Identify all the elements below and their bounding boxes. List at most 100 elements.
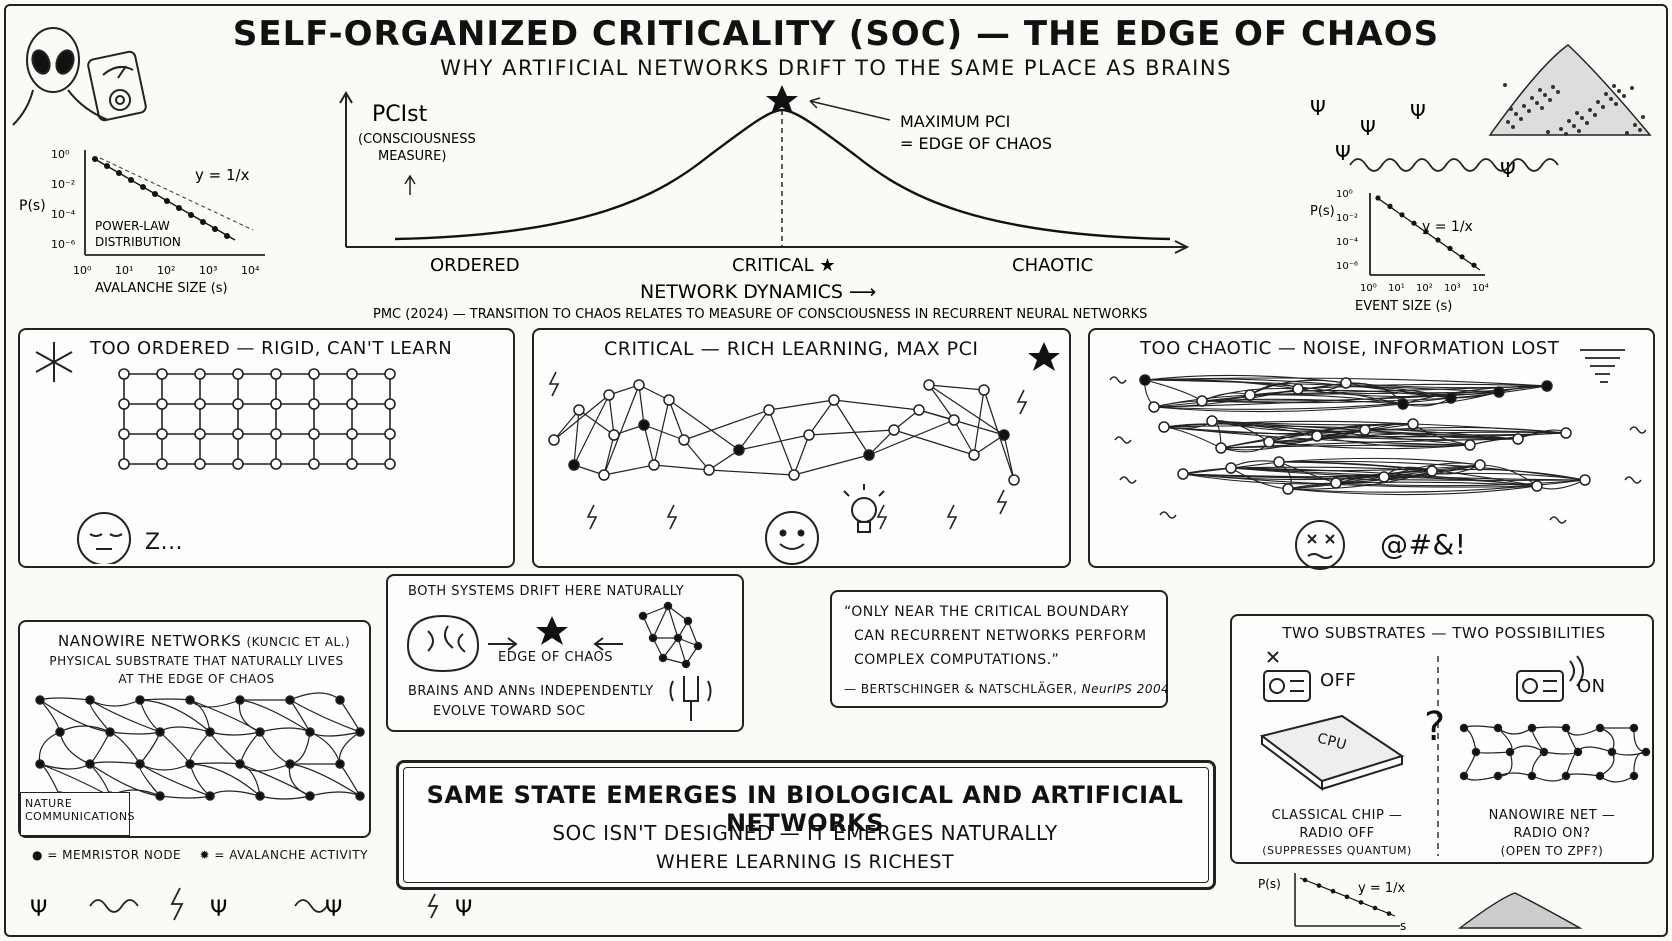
network-node xyxy=(1330,477,1342,489)
data-point xyxy=(1423,229,1429,235)
network-node xyxy=(888,424,900,436)
data-point xyxy=(1316,883,1322,888)
network-node xyxy=(1641,747,1651,757)
radio-icon xyxy=(1516,655,1584,702)
sand-grain xyxy=(1567,119,1571,123)
lattice-node xyxy=(270,398,282,410)
panel-too-ordered: TOO ORDERED — RIGID, CAN'T LEARN Z... xyxy=(18,328,515,568)
quote-attribution-row: — BERTSCHINGER & NATSCHLÄGER, NeurIPS 20… xyxy=(844,682,1169,696)
network-node xyxy=(548,434,560,446)
x-tick-label: 10⁴ xyxy=(241,264,260,277)
network-node xyxy=(638,419,650,431)
sand-grain xyxy=(1596,100,1600,104)
data-point xyxy=(1372,905,1378,911)
network-node xyxy=(1158,421,1170,433)
network-node xyxy=(185,759,195,769)
nanowire-title: NANOWIRE NETWORKS xyxy=(58,632,242,650)
network-node xyxy=(603,389,615,401)
data-point xyxy=(1358,900,1364,905)
nanowire-desc-2: AT THE EDGE OF CHAOS xyxy=(118,672,275,686)
network-node xyxy=(1148,401,1160,413)
network-node xyxy=(1595,771,1605,781)
psi-symbol: Ψ xyxy=(30,897,47,922)
lattice-node xyxy=(194,428,206,440)
panel-title: TOO ORDERED — RIGID, CAN'T LEARN xyxy=(90,338,453,359)
data-point xyxy=(176,205,182,211)
x-tick-label: 10² xyxy=(1416,283,1433,294)
network-node xyxy=(1397,398,1409,410)
network-node xyxy=(1459,723,1469,733)
network-node xyxy=(35,759,45,769)
sand-grain xyxy=(1511,125,1515,129)
network-node xyxy=(155,791,165,801)
lattice-node xyxy=(232,458,244,470)
data-point xyxy=(1387,203,1393,209)
squiggle xyxy=(1119,476,1137,484)
data-point xyxy=(1447,245,1453,251)
squiggle xyxy=(1549,516,1567,524)
sandpile-icon xyxy=(1488,44,1652,136)
network-node xyxy=(1561,723,1571,733)
sand-grain xyxy=(1612,84,1616,88)
network-node xyxy=(948,414,960,426)
y-axis-label: P(s) xyxy=(19,198,46,214)
data-point xyxy=(200,219,206,225)
data-point xyxy=(1459,254,1465,260)
star-icon xyxy=(536,616,568,645)
network-node xyxy=(648,459,660,471)
network-node xyxy=(1493,723,1503,733)
network-node xyxy=(638,611,648,621)
bottom-right-mini: P(s) y = 1/x s xyxy=(1258,873,1583,933)
network-node xyxy=(285,759,295,769)
sand-grain xyxy=(1548,98,1552,102)
sand-grain xyxy=(1522,104,1526,108)
psi-symbol: Ψ xyxy=(1310,96,1326,120)
sand-grain xyxy=(1630,86,1634,90)
power-law-note: POWER-LAW xyxy=(95,219,170,233)
conclusion-headline: SAME STATE EMERGES IN BIOLOGICAL AND ART… xyxy=(426,781,1184,837)
network-node xyxy=(803,429,815,441)
tornado-icon xyxy=(1580,349,1625,383)
alien-icon xyxy=(12,27,109,126)
x-axis-label: AVALANCHE SIZE (s) xyxy=(95,281,228,296)
drift-center-label: EDGE OF CHAOS xyxy=(498,650,613,665)
meter-icon xyxy=(87,50,147,122)
quote-attribution: — BERTSCHINGER & NATSCHLÄGER, xyxy=(844,682,1078,696)
network-node xyxy=(1471,747,1481,757)
panel-quote: “ONLY NEAR THE CRITICAL BOUNDARY CAN REC… xyxy=(830,590,1169,708)
panel-nanowire: NANOWIRE NETWORKS (KUNCIC ET AL.) PHYSIC… xyxy=(18,620,371,838)
quote-line-1: “ONLY NEAR THE CRITICAL BOUNDARY xyxy=(844,604,1130,620)
lattice-node xyxy=(346,428,358,440)
network-node xyxy=(1244,389,1256,401)
network-node xyxy=(663,601,673,611)
x-axis-label: EVENT SIZE (s) xyxy=(1355,299,1452,314)
network-node xyxy=(235,759,245,769)
sand-grain xyxy=(1540,106,1544,110)
lattice-node xyxy=(118,428,130,440)
sand-grain xyxy=(1622,94,1626,98)
network-node xyxy=(1008,474,1020,486)
left-caption-2: RADIO OFF xyxy=(1299,826,1375,841)
lightning-icon xyxy=(586,504,598,530)
network-node xyxy=(1282,483,1294,495)
data-point xyxy=(188,212,194,218)
sand-grain xyxy=(1580,116,1584,120)
right-caption-1: NANOWIRE NET — xyxy=(1488,808,1616,823)
x-tick-label: 10³ xyxy=(1444,283,1461,294)
network-node xyxy=(998,429,1010,441)
network-node xyxy=(1629,723,1639,733)
network-node xyxy=(285,695,295,705)
psi-symbol: Ψ xyxy=(1410,100,1426,124)
sand-grain xyxy=(1641,115,1645,119)
lattice-node xyxy=(346,398,358,410)
network-node xyxy=(335,759,345,769)
x-label-chaotic: CHAOTIC xyxy=(1012,255,1093,276)
off-label: OFF xyxy=(1320,670,1357,691)
x-label-ordered: ORDERED xyxy=(430,255,520,276)
network-node xyxy=(305,791,315,801)
panel-title: CRITICAL — RICH LEARNING, MAX PCI xyxy=(604,338,979,360)
network-node xyxy=(608,429,620,441)
lightning-icon xyxy=(427,893,439,919)
citation-line: PMC (2024) — TRANSITION TO CHAOS RELATES… xyxy=(373,307,1147,322)
